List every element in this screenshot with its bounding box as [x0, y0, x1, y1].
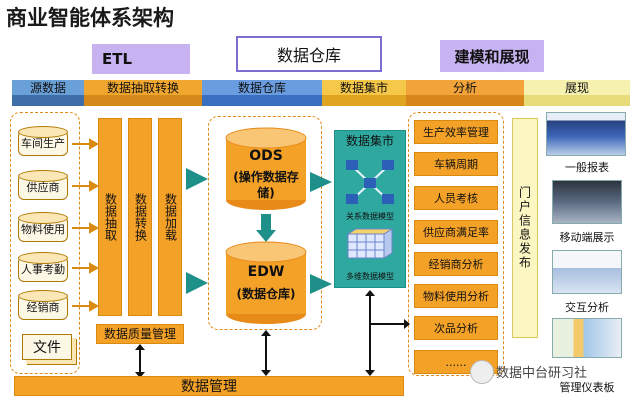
- dashboard-thumbnail: [552, 318, 622, 358]
- ods-title: ODS: [249, 148, 283, 164]
- data-mart-panel: [334, 130, 406, 288]
- etl-extract: 数据抽取: [98, 118, 122, 316]
- analysis-item: 生产效率管理: [414, 120, 498, 144]
- band-source: 源数据: [12, 80, 84, 106]
- data-quality-management: 数据质量管理: [96, 324, 184, 344]
- ods-edw-arrow: [256, 214, 276, 242]
- mobile-thumbnail: [552, 180, 622, 224]
- edw-subtitle: (数据仓库): [236, 286, 296, 301]
- analysis-item: 供应商满足率: [414, 220, 498, 244]
- band-warehouse: 数据仓库: [202, 80, 322, 106]
- source-dealer: 经销商: [18, 290, 68, 320]
- etl-load: 数据加载: [158, 118, 182, 316]
- portal-publishing: 门户信息发布: [512, 118, 538, 338]
- multidimensional-model-label: 多维数据模型: [346, 271, 394, 281]
- analysis-item: 车辆周期: [414, 152, 498, 176]
- display-caption: 交互分析: [565, 301, 609, 314]
- data-warehouse-header: 数据仓库: [236, 36, 382, 72]
- modeling-display-header: 建模和展现: [440, 40, 544, 72]
- source-workshop: 车间生产: [18, 126, 68, 156]
- analysis-item: 经销商分析: [414, 252, 498, 276]
- multidimensional-model-icon: [346, 228, 394, 259]
- source-material: 物料使用: [18, 212, 68, 242]
- warehouse-panel: [208, 116, 322, 330]
- display-caption: 一般报表: [565, 161, 609, 174]
- data-mart-title: 数据集市: [345, 133, 394, 148]
- warehouse-mgmt-arrow: [261, 330, 271, 376]
- source-panel: [10, 112, 80, 374]
- data-management-bar: 数据管理: [14, 376, 404, 396]
- edw-title: EDW: [247, 264, 285, 280]
- band-etl: 数据抽取转换: [84, 80, 202, 106]
- band-mart: 数据集市: [322, 80, 406, 106]
- source-supplier: 供应商: [18, 170, 68, 200]
- analysis-item: 人员考核: [414, 186, 498, 210]
- watermark-text: 数据中台研习社: [496, 365, 588, 381]
- source-file: 文件: [22, 334, 72, 360]
- arrow-edw-mart: [310, 274, 332, 294]
- wechat-icon: [470, 360, 494, 384]
- analysis-item: 物料使用分析: [414, 284, 498, 308]
- arrow-ods-mart: [310, 172, 332, 192]
- display-caption: 管理仪表板: [559, 381, 615, 394]
- ods-subtitle: (操作数据存储): [233, 170, 299, 200]
- relational-model-label: 关系数据模型: [346, 211, 394, 221]
- display-caption: 移动端展示: [559, 231, 615, 244]
- page-title: 商业智能体系架构: [6, 6, 174, 30]
- source-attendance: 人事考勤: [18, 252, 68, 282]
- report-thumbnail: [546, 112, 626, 156]
- arrow-to-edw: [186, 272, 208, 294]
- analysis-panel: [408, 112, 504, 376]
- source-arrows: [72, 138, 98, 312]
- arrow-to-ods: [186, 168, 208, 190]
- band-display: 展现: [524, 80, 630, 106]
- analysis-item: 次品分析: [414, 316, 498, 340]
- quality-mgmt-arrow: [135, 344, 145, 378]
- mart-mgmt-arrow: [365, 290, 410, 376]
- relational-model-icon: [346, 160, 394, 204]
- edw-cylinder: [225, 241, 307, 324]
- ods-cylinder: [225, 127, 307, 210]
- band-analysis: 分析: [406, 80, 524, 106]
- interactive-thumbnail: [552, 250, 622, 294]
- etl-header: ETL: [92, 44, 190, 74]
- etl-transform: 数据转换: [128, 118, 152, 316]
